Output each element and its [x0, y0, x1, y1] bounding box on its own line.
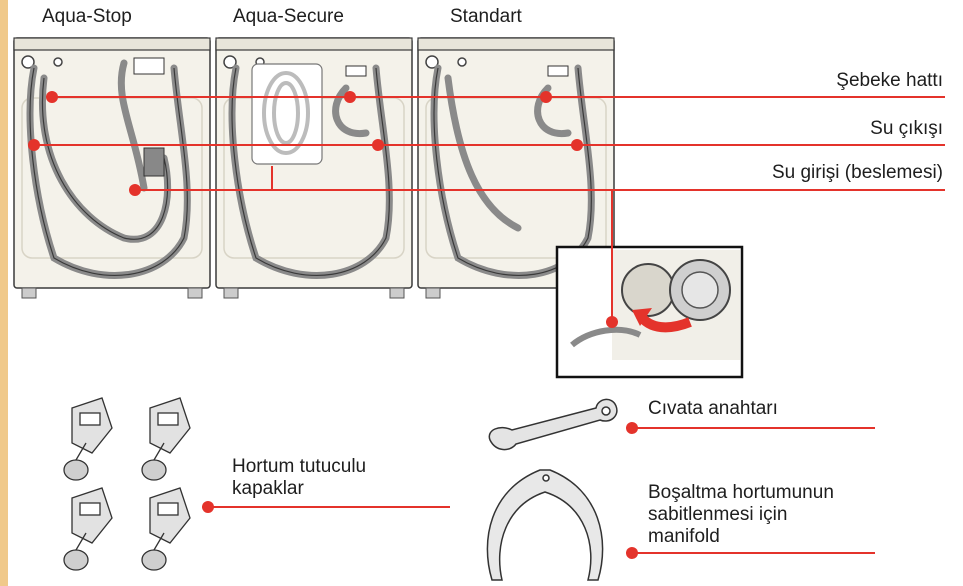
washer-aqua-stop: [14, 38, 210, 298]
dot-manifold: [626, 547, 638, 559]
dot-inlet-aqua-stop: [129, 184, 141, 196]
dot-hose-caps: [202, 501, 214, 513]
dot-outlet-aqua-secure: [372, 139, 384, 151]
hose-clamp-caps-illustration: [64, 398, 190, 570]
dot-supply-aqua-secure: [344, 91, 356, 103]
washer-aqua-secure: [216, 38, 412, 298]
dot-outlet-aqua-stop: [28, 139, 40, 151]
manifold-illustration: [487, 470, 602, 580]
dot-wrench: [626, 422, 638, 434]
inset-inlet-detail: [557, 247, 742, 377]
dot-outlet-standart: [571, 139, 583, 151]
wrench-illustration: [489, 399, 617, 449]
dot-supply-standart: [540, 91, 552, 103]
dot-supply-aqua-stop: [46, 91, 58, 103]
